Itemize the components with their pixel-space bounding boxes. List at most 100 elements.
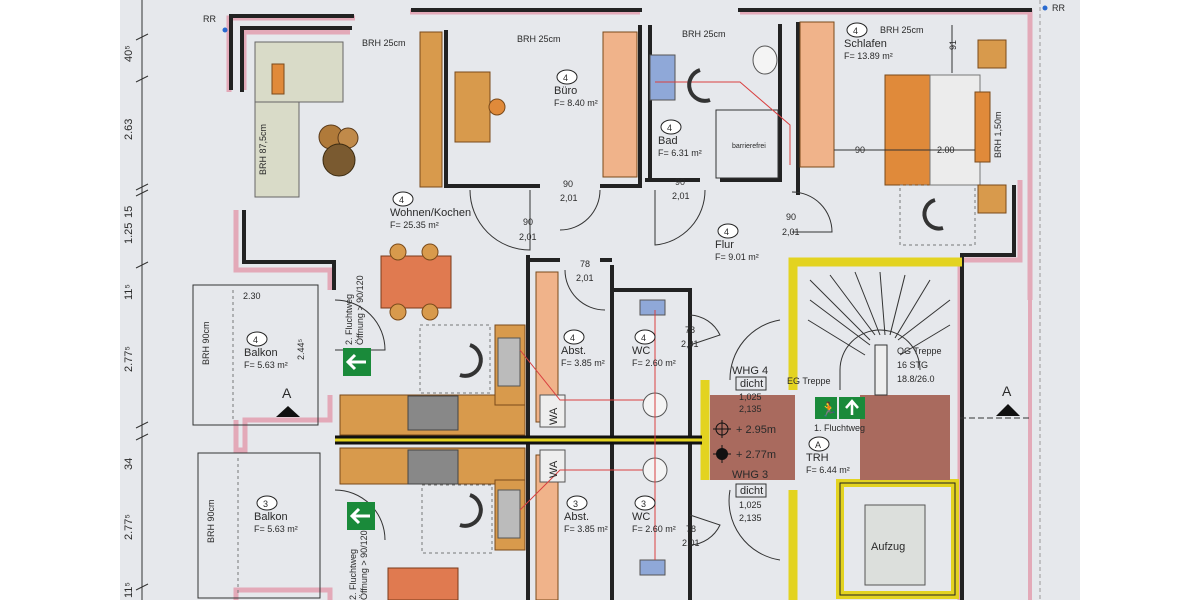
room-area: F= 6.31 m² (658, 148, 702, 158)
apartment-number: 3 (263, 499, 268, 509)
escape2-label: 2. Fluchtweg (344, 294, 354, 345)
dim-text: 1.25 (123, 223, 135, 244)
apartment-number-badge (246, 331, 268, 347)
escape2-label: Öffnung > 90/120 (359, 530, 369, 600)
dimension-text: 2.44⁵ (296, 338, 306, 360)
room-name: Flur (715, 239, 734, 251)
dim-text: 11⁵ (123, 284, 135, 300)
room-area: F= 2.60 m² (632, 358, 676, 368)
door-height: 2,01 (576, 273, 594, 283)
landing-left (710, 395, 795, 480)
door-seal: dicht (740, 378, 763, 390)
apartment-number-badge (808, 436, 830, 452)
cooktop (407, 449, 459, 485)
stair-eg-label: EG Treppe (787, 376, 831, 386)
exit-sign: 🏃 (815, 397, 865, 419)
dim-text: 2.77⁵ (123, 346, 135, 372)
room-area: F= 6.44 m² (806, 465, 850, 475)
room-area: F= 5.63 m² (254, 524, 298, 534)
stairwell: 🏃 (710, 271, 951, 586)
level-markers: + 2.95m + 2.77m (713, 420, 776, 463)
office-furniture (454, 31, 638, 178)
room-name: Büro (554, 85, 577, 97)
cushion (271, 63, 285, 95)
downpipe-marker (1042, 5, 1048, 11)
landing-right (860, 395, 950, 480)
apartment-number-badge (556, 69, 578, 85)
room-area: F= 5.63 m² (244, 360, 288, 370)
nightstand (977, 39, 1007, 69)
sill-height-label: BRH 1,50m (993, 111, 1003, 158)
apartment-number: A (815, 440, 821, 450)
kitchens (339, 271, 660, 600)
apartment-number-badge (392, 191, 414, 207)
room-area: F= 3.85 m² (564, 524, 608, 534)
apartment-number-badge (563, 329, 585, 345)
fire-rated-walls (335, 257, 962, 600)
apartment-number: 4 (399, 195, 404, 205)
sofa (254, 101, 300, 198)
dimension-text: 2.00 (937, 145, 955, 155)
sill-height-label: BRH 25cm (362, 38, 406, 48)
door-dimensions: 90 2,01 90 2,01 90 2,01 90 2,01 78 2,01 … (519, 177, 800, 548)
sink (497, 337, 521, 387)
turning-circle-icon (459, 493, 483, 528)
door-height: 2,01 (681, 339, 699, 349)
level-upper: + 2.95m (736, 424, 776, 436)
rr-label: RR (203, 14, 216, 24)
room-name: Balkon (254, 511, 288, 523)
room-name: Bad (658, 135, 678, 147)
section-triangle-icon (996, 404, 1020, 416)
apartment-number: 4 (570, 333, 575, 343)
room-area: F= 25.35 m² (390, 220, 439, 230)
balconies (192, 284, 321, 599)
room-name: Abst. (561, 345, 586, 357)
apartment-number: 4 (563, 73, 568, 83)
stair-og-label: OG Treppe (897, 346, 942, 356)
elevator-car (864, 504, 926, 586)
bed (884, 74, 931, 186)
apartment-number-badge (634, 495, 656, 511)
dimension-text: 2.30 (243, 291, 261, 301)
sofa (254, 41, 344, 103)
escape2-label: 2. Fluchtweg (348, 549, 358, 600)
dim-text: 2.63 (123, 119, 135, 140)
shower-tray (649, 54, 676, 101)
dim-text: 2.77⁵ (123, 514, 135, 540)
bathroom-fixtures (649, 45, 791, 179)
stair-ratio-label: 18.8/26.0 (897, 374, 935, 384)
outer-walls (226, 0, 1041, 600)
door-height: 2,01 (782, 227, 800, 237)
wardrobe (799, 21, 835, 168)
apartment-number: 3 (641, 499, 646, 509)
sink (497, 489, 521, 539)
room-area: F= 9.01 m² (715, 252, 759, 262)
sill-height-label: BRH 25cm (682, 29, 726, 39)
room-name: Wohnen/Kochen (390, 207, 471, 219)
desk (454, 71, 491, 143)
exit-arrow-left-icon (343, 348, 371, 376)
door-width: 1,025 (739, 392, 762, 402)
apartment-number-badge (660, 119, 682, 135)
room-name: WC (632, 345, 650, 357)
interior-walls (444, 22, 800, 600)
dimension-text: 91 (948, 40, 958, 50)
left-dimension-chain: 40⁵ 2.63 15 1.25 11⁵ 2.77⁵ 34 2.77⁵ 11⁵ (123, 0, 149, 600)
room-area: F= 3.85 m² (561, 358, 605, 368)
downpipe-marker (222, 27, 228, 33)
door-width: 90 (675, 177, 685, 187)
room-name: Schlafen (844, 38, 887, 50)
room-area: F= 13.89 m² (844, 51, 893, 61)
door-label: WHG 4 (732, 365, 768, 377)
apartment-door-3: WHG 3 dicht 1,025 2,135 (732, 469, 768, 523)
apartment-number-badge (846, 22, 868, 38)
